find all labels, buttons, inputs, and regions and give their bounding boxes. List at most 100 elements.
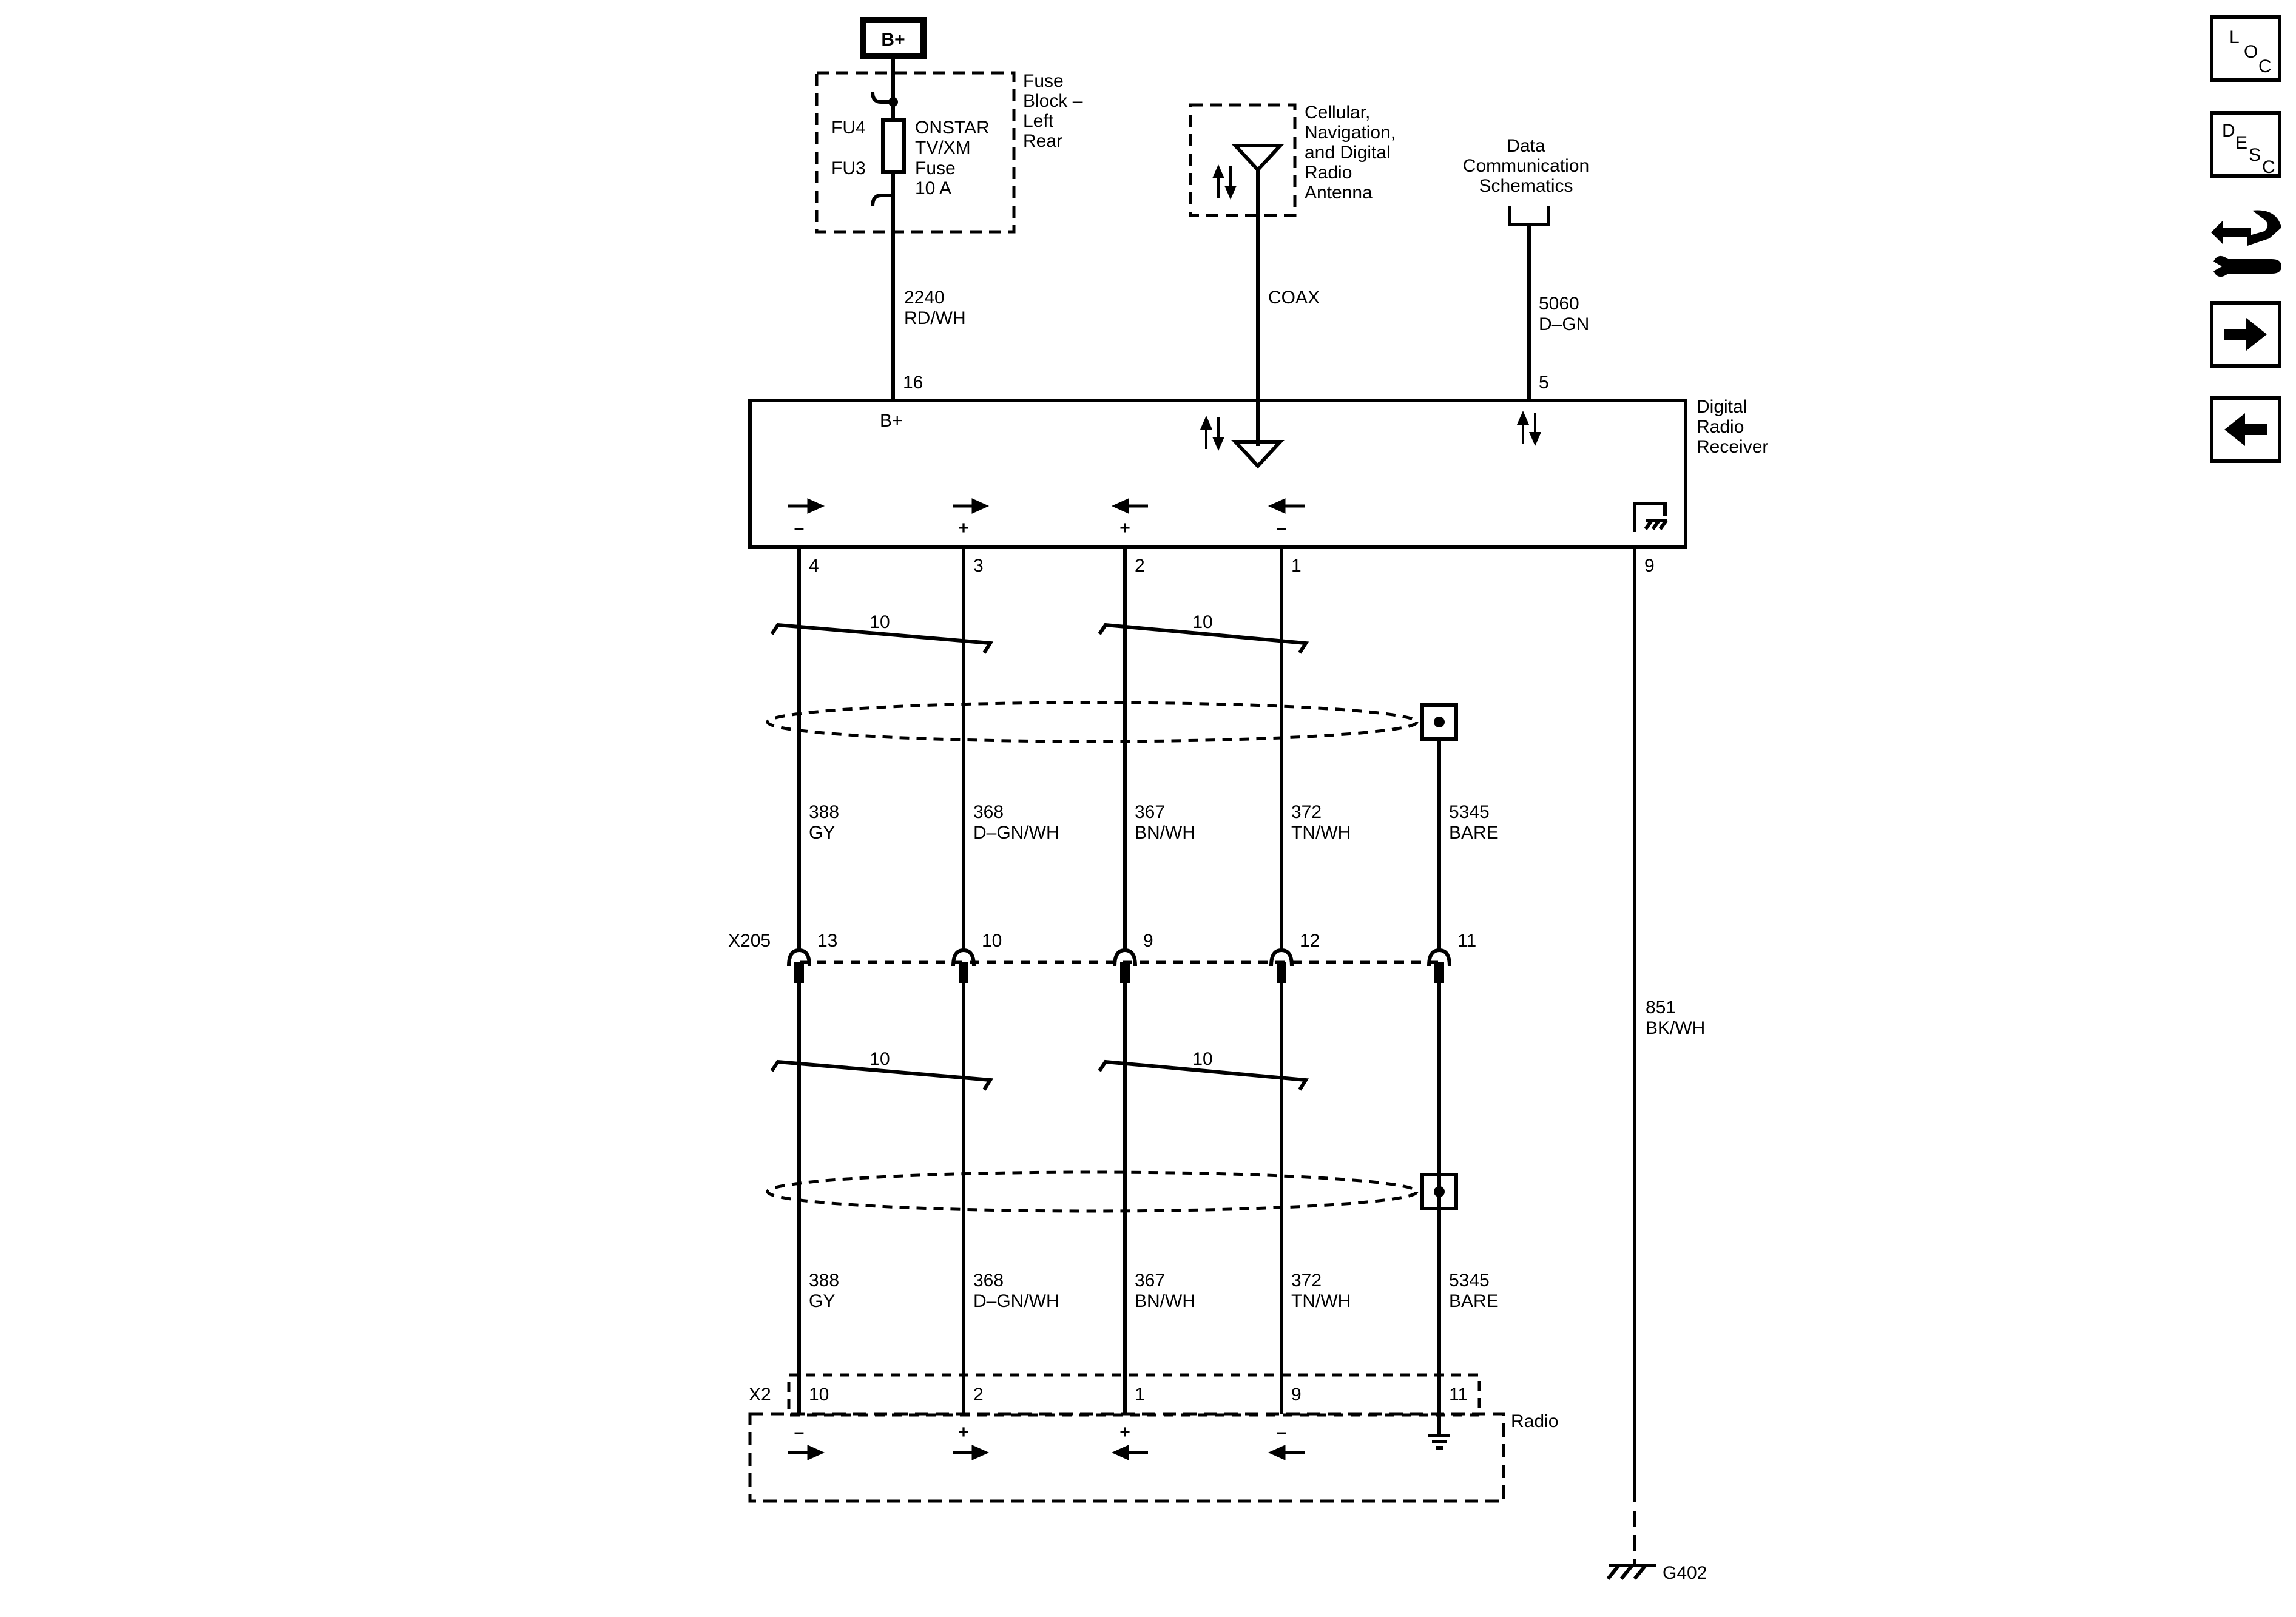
antenna-label-line5: Antenna [1305,183,1373,203]
loc-button[interactable]: L O C [2210,15,2281,82]
antenna-label-line4: Radio [1305,163,1352,183]
data-updown-arrows-icon [1516,411,1542,446]
radio-signal-arrow-icon [1268,1445,1305,1460]
wire-color-lower: GY [809,1291,835,1311]
loc-letter-l: L [2229,27,2240,47]
fuse-name-line4: 10 A [915,178,951,198]
fuse-fu4-label: FU4 [831,118,866,138]
x205-pin-number: 10 [982,931,1002,951]
wire-circuit-lower: 372 [1291,1271,1322,1291]
wire-color-lower: D–GN/WH [973,1291,1059,1311]
wire-circuit-lower: 5345 [1449,1271,1490,1291]
receiver-signal-arrow-icon [788,498,825,514]
wire-circuit-lower: 368 [973,1271,1004,1291]
fuse-symbol [881,118,906,174]
receiver-pin-polarity: + [1119,518,1130,538]
x205-terminal [1427,948,1451,967]
radio-pin-number: 11 [1449,1385,1468,1405]
desc-letter-e: E [2235,133,2248,153]
data-comm-label-line3: Schematics [1479,176,1573,196]
right-arrow-icon [2224,318,2267,351]
radio-pin-number: 10 [809,1385,829,1405]
antenna-updown-arrows-icon [1212,164,1237,200]
radio-pin-polarity: + [958,1422,969,1442]
x205-pin-block [1120,962,1130,983]
receiver-pin-polarity: – [794,518,805,538]
fuse-name-line3: Fuse [915,158,956,178]
twist-label-3: 10 [869,1049,890,1069]
twist-marker-pair1-lower [770,1059,994,1091]
radio-pin-number: 1 [1135,1385,1145,1405]
x205-pin-block [794,962,804,983]
receiver-pin-polarity: – [1277,518,1287,538]
receiver-pin-number: 3 [973,556,984,576]
receiver-label-line3: Receiver [1697,437,1768,457]
shield-lower [766,1170,1419,1213]
twist-marker-pair2-upper [1098,623,1309,654]
antenna-label-line1: Cellular, [1305,103,1370,123]
prev-page-button[interactable] [2210,396,2281,463]
antenna-box [1189,103,1297,217]
fuse-block-label-line2: Block – [1023,91,1083,111]
data-comm-label-line1: Data [1507,136,1545,156]
coax-label: COAX [1268,288,1320,308]
x205-terminal [1113,948,1137,967]
wire-circuit-upper: 388 [809,802,839,822]
receiver-signal-arrow-icon [953,498,990,514]
x2-connector-outline [787,1373,1481,1417]
desc-button[interactable]: D E S C [2210,111,2281,178]
radio-pin-polarity: + [1119,1422,1130,1442]
antenna-label-line3: and Digital [1305,143,1391,163]
desc-letter-c: C [2262,157,2275,177]
power-circuit: 2240 [904,288,945,308]
fuse-block-label-line4: Rear [1023,131,1062,151]
data-pin: 5 [1539,373,1549,393]
data-circuit: 5060 [1539,294,1579,314]
receiver-antenna-updown-arrows-icon [1200,416,1225,451]
receiver-signal-arrow-icon [1111,498,1148,514]
data-color: D–GN [1539,314,1589,334]
wire-color-upper: BARE [1449,823,1499,843]
x205-name: X205 [728,931,771,951]
wire-circuit-upper: 367 [1135,802,1165,822]
x205-pin-block [1434,962,1444,983]
desc-letter-s: S [2249,145,2261,165]
wrench-arrows-icon[interactable] [2204,203,2289,288]
radio-pin-polarity: – [794,1422,805,1442]
desc-letter-d: D [2222,121,2235,141]
fuse-name-line1: ONSTAR [915,118,990,138]
radio-label: Radio [1511,1411,1558,1431]
twist-label-4: 10 [1192,1049,1212,1069]
fuse-block-label-line1: Fuse [1023,71,1064,91]
x205-pin-block [1277,962,1286,983]
receiver-pin-number: 1 [1291,556,1302,576]
twist-marker-pair2-lower [1098,1059,1309,1091]
x205-pin-block [959,962,968,983]
loc-letter-o: O [2244,42,2258,62]
radio-signal-arrow-icon [1111,1445,1148,1460]
wire-color-lower: BN/WH [1135,1291,1195,1311]
twist-label-2: 10 [1192,612,1212,632]
twist-marker-pair1-upper [770,623,994,654]
battery-label: B+ [881,30,905,50]
receiver-signal-arrow-icon [1268,498,1305,514]
next-page-button[interactable] [2210,301,2281,368]
radio-pin-number: 2 [973,1385,984,1405]
x205-terminal [787,948,811,967]
x205-pin-number: 12 [1300,931,1320,951]
receiver-box [748,399,1687,549]
wire-circuit-upper: 368 [973,802,1004,822]
radio-signal-arrow-icon [953,1445,990,1460]
radio-signal-arrow-icon [788,1445,825,1460]
radio-pin-number: 9 [1291,1385,1302,1405]
receiver-label-line2: Radio [1697,417,1744,437]
power-color: RD/WH [904,308,966,328]
radio-ground-symbol [1428,1430,1450,1450]
receiver-label-line1: Digital [1697,397,1747,417]
fuse-block-outline [815,71,1016,234]
wire-circuit-lower: 367 [1135,1271,1165,1291]
ground-g402-symbol [1606,1564,1656,1580]
ground-circuit: 851 [1646,998,1676,1018]
x205-terminal [1269,948,1294,967]
